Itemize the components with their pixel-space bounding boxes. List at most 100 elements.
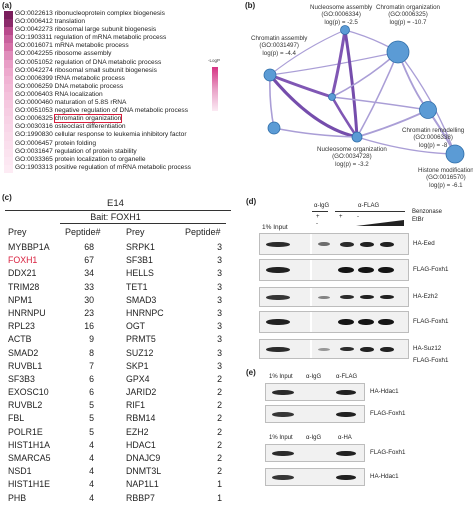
- table-cell-prey: SUZ12: [126, 347, 154, 358]
- table-cell-prey: RBBP7: [126, 492, 155, 503]
- go-term-name: mRNA metabolic process: [54, 42, 129, 50]
- table-cell-peptides: 5: [89, 426, 94, 437]
- heat-cell: [4, 148, 13, 157]
- panel-b-label: (b): [245, 1, 256, 10]
- blot-label: FLAG-Foxh1: [413, 318, 449, 325]
- blot-splice-line: [310, 340, 312, 358]
- go-term-id: GO:1903313: [15, 163, 53, 171]
- panel-e-label: (e): [246, 368, 256, 377]
- go-term-list: GO:0022613 ribonucleoprotein complex bio…: [15, 10, 191, 172]
- blot-label: HA-Ezh2: [413, 293, 438, 300]
- etbr-gradient-wedge: [356, 220, 404, 226]
- go-term-name: osteoclast differentiation: [54, 123, 126, 131]
- node-label-line: log(p) = -10.7: [389, 18, 427, 26]
- blot-band: [380, 346, 394, 352]
- table-cell-prey: PRMT5: [126, 334, 156, 345]
- blot-band: [272, 474, 294, 480]
- blot-label: HA-Hdac1: [370, 473, 399, 480]
- blot-strip: [259, 287, 409, 307]
- blot-label: HA-Hdac1: [370, 388, 399, 395]
- table-cell-prey: RPL23: [8, 321, 35, 332]
- table-cell-peptides: 5: [89, 413, 94, 424]
- network-edge: [268, 73, 334, 99]
- table-cell-peptides: 2: [217, 439, 222, 450]
- node-unlabeled-2: [267, 121, 281, 135]
- node-label-chromatin-remodeling: Chromatin remodelling(GO:0006338)log(p) …: [402, 127, 464, 149]
- go-heatmap-column: [4, 11, 13, 173]
- go-term-row: GO:0006457 protein folding: [15, 140, 191, 148]
- blot-band: [336, 411, 356, 417]
- table-cell-prey: MYBBP1A: [8, 242, 50, 252]
- go-term-name: ribosomal large subunit biogenesis: [54, 26, 157, 34]
- table-cell-prey: HIST1H1A: [8, 439, 51, 450]
- go-term-id: GO:0006259: [15, 82, 53, 90]
- node-chromatin-assembly: [263, 68, 277, 82]
- go-term-id: GO:0042273: [15, 26, 53, 34]
- table-cell-peptides: 67: [84, 255, 94, 266]
- table-cell-prey: HIST1H1E: [8, 479, 51, 490]
- blot-strip: [265, 444, 365, 462]
- go-term-id: GO:0006412: [15, 18, 53, 26]
- heat-cell: [4, 51, 13, 60]
- node-nucleosome-organization: [351, 131, 363, 143]
- go-term-name: positive regulation of mRNA metabolic pr…: [54, 163, 191, 171]
- table-cell-prey: RUVBL1: [8, 360, 43, 371]
- blot-strip: [265, 468, 365, 486]
- heat-cell: [4, 11, 13, 20]
- table-cell-peptides: 2: [217, 400, 222, 411]
- table-cell-peptides: 23: [84, 307, 94, 318]
- blot-label: HA-Eed: [413, 240, 435, 247]
- go-term-row: GO:0006325 chromatin organization: [15, 114, 191, 124]
- table-cell-peptides: 3: [217, 242, 222, 252]
- go-term-id: GO:0030316: [15, 123, 53, 131]
- blot-band: [338, 319, 354, 325]
- d-flag-rule: [335, 211, 405, 212]
- node-label-line: log(p) = -2.5: [324, 18, 358, 26]
- table-cell-peptides: 4: [89, 479, 94, 490]
- heat-cell: [4, 108, 13, 117]
- go-term-id: GO:0006403: [15, 90, 53, 98]
- node-label-line: (GO:0006334): [321, 11, 361, 19]
- node-label-histone-modification: Histone modification(GO:0016570)log(p) =…: [418, 167, 473, 189]
- table-cell-peptides: 6: [89, 387, 94, 398]
- go-term-id: GO:1903311: [15, 34, 53, 42]
- blot-band: [266, 241, 290, 247]
- network-edge: [269, 74, 275, 129]
- table-cell-prey: SKP1: [126, 360, 149, 371]
- heat-cell: [4, 43, 13, 52]
- node-label-line: (GO:0006338): [413, 134, 453, 142]
- go-term-id: GO:0006457: [15, 139, 53, 147]
- blot-splice-line: [310, 288, 312, 306]
- go-network-graph: [263, 25, 465, 164]
- network-edge: [356, 51, 399, 138]
- blot-band: [338, 267, 354, 273]
- blot-band: [378, 319, 394, 325]
- heat-cell: [4, 164, 13, 173]
- heat-cell: [4, 124, 13, 133]
- table-cell-peptides: 3: [217, 347, 222, 358]
- blot-label: FLAG-Foxh1: [413, 266, 449, 273]
- node-chromatin-organization: [386, 40, 410, 64]
- table-header-peptide-2: Peptide#: [185, 227, 221, 237]
- panel-d-label: (d): [246, 197, 257, 206]
- heat-cell: [4, 156, 13, 165]
- table-cell-prey: EXOSC10: [8, 387, 49, 398]
- table-rule: [60, 223, 226, 224]
- table-cell-prey: JARID2: [126, 387, 157, 398]
- table-header-prey-2: Prey: [126, 227, 145, 237]
- d-pm-2: +: [339, 214, 343, 220]
- go-term-name: ribosome assembly: [54, 50, 112, 58]
- table-cell-peptides: 3: [217, 281, 222, 292]
- go-term-name: DNA metabolic process: [54, 82, 124, 90]
- blot-band: [336, 389, 356, 395]
- d-igg-rule: [312, 211, 328, 212]
- table-cell-prey: SF3B3: [8, 373, 35, 384]
- blot-band: [318, 242, 330, 246]
- blot-band: [266, 267, 290, 273]
- table-title: E14: [107, 198, 124, 209]
